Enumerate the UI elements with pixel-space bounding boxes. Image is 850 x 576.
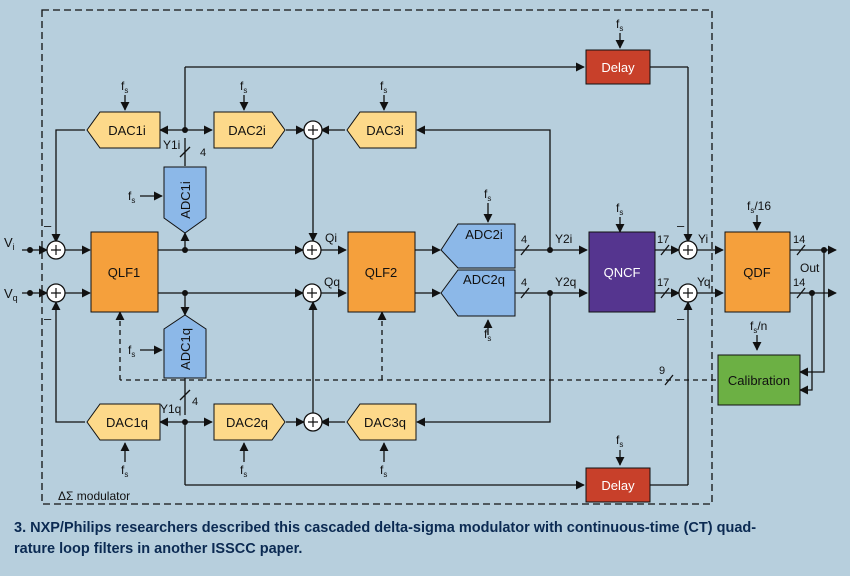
y1q-label: Y1q <box>160 402 181 416</box>
bus-slashes <box>179 146 806 401</box>
plus-signs <box>51 125 693 427</box>
adc2q-block <box>440 269 516 317</box>
adc2i-label: ADC2i <box>465 227 503 242</box>
dac1q-label: DAC1q <box>106 415 148 430</box>
calibration-bus <box>115 311 716 381</box>
dac2q-label: DAC2q <box>226 415 268 430</box>
svg-text:fs: fs <box>484 187 491 203</box>
bus-width-adc1i: 4 <box>200 147 206 159</box>
dac3i-block <box>346 111 417 149</box>
delay-top-block <box>585 49 651 85</box>
bus-width-out-q: 14 <box>793 277 805 289</box>
qlf1-label: QLF1 <box>108 265 141 280</box>
adc1i-label: ADC1i <box>178 181 193 219</box>
caption-line-1: 3. NXP/Philips researchers described thi… <box>14 520 757 536</box>
svg-text:fs: fs <box>616 17 623 33</box>
svg-text:fs: fs <box>128 343 135 359</box>
qdf-label: QDF <box>743 265 771 280</box>
adc2i-block <box>440 223 516 269</box>
svg-text:fs: fs <box>616 433 623 449</box>
bus-width-adc2i: 4 <box>521 234 527 246</box>
dac2i-block <box>213 111 286 149</box>
dac1i-block <box>86 111 161 149</box>
svg-text:fs: fs <box>484 327 491 343</box>
svg-text:fs: fs <box>380 79 387 95</box>
calibration-block <box>717 354 801 406</box>
y2q-label: Y2q <box>555 275 576 289</box>
qlf1-block <box>90 231 159 313</box>
svg-text:fs: fs <box>240 79 247 95</box>
qlf2-block <box>347 231 416 313</box>
delay-bottom-label: Delay <box>601 478 635 493</box>
y1i-label: Y1i <box>163 138 180 152</box>
adc2q-label: ADC2q <box>463 272 505 287</box>
delay-top-label: Delay <box>601 60 635 75</box>
svg-text:fs: fs <box>128 189 135 205</box>
qi-label: Qi <box>325 231 337 245</box>
vq-label: Vq <box>4 286 18 303</box>
modulator-label: ΔΣ modulator <box>58 489 130 503</box>
y2i-label: Y2i <box>555 232 572 246</box>
dac3i-label: DAC3i <box>366 123 404 138</box>
qncf-label: QNCF <box>604 265 641 280</box>
adc1i-block <box>163 166 207 234</box>
dac1q-block <box>86 403 161 441</box>
bus-width-adc2q: 4 <box>521 277 527 289</box>
svg-text:fs: fs <box>616 201 623 217</box>
minus-sum1-i: – <box>44 218 52 233</box>
minus-sum1-q: – <box>44 311 52 326</box>
vi-label: Vi <box>4 235 15 252</box>
svg-text:fs/n: fs/n <box>750 319 767 335</box>
qdf-block <box>724 231 791 313</box>
dac1i-label: DAC1i <box>108 123 146 138</box>
adc1q-label: ADC1q <box>178 328 193 370</box>
bus-width-adc1q: 4 <box>192 396 198 408</box>
svg-text:fs: fs <box>121 463 128 479</box>
svg-text:fs: fs <box>240 463 247 479</box>
bus-width-yq: 17 <box>657 277 669 289</box>
qq-label: Qq <box>324 275 340 289</box>
out-label: Out <box>800 261 820 275</box>
dac2q-block <box>213 403 286 441</box>
bus-width-yi: 17 <box>657 234 669 246</box>
dac3q-block <box>346 403 417 441</box>
qncf-block <box>588 231 656 313</box>
bus-width-cal: 9 <box>659 365 665 377</box>
minus-sum3-i: – <box>677 218 685 233</box>
svg-text:fs: fs <box>121 79 128 95</box>
delay-bottom-block <box>585 467 651 503</box>
minus-sum3-q: – <box>677 311 685 326</box>
bus-width-out-i: 14 <box>793 234 805 246</box>
svg-text:fs/16: fs/16 <box>747 199 771 215</box>
yq-label: Yq <box>697 275 711 289</box>
yi-label: Yi <box>698 232 708 246</box>
figure-caption: 3. NXP/Philips researchers described thi… <box>14 518 834 560</box>
junction-dots <box>27 127 827 425</box>
clock-labels: fs fs fs fs fs fs fs fs/16 fs/n fs fs fs… <box>121 17 771 479</box>
caption-line-2: rature loop filters in another ISSCC pap… <box>14 541 303 557</box>
svg-text:fs: fs <box>380 463 387 479</box>
dac3q-label: DAC3q <box>364 415 406 430</box>
adc1q-block <box>163 314 207 379</box>
dac2i-label: DAC2i <box>228 123 266 138</box>
calibration-label: Calibration <box>728 373 790 388</box>
modulator-boundary <box>41 9 713 505</box>
qlf2-label: QLF2 <box>365 265 398 280</box>
